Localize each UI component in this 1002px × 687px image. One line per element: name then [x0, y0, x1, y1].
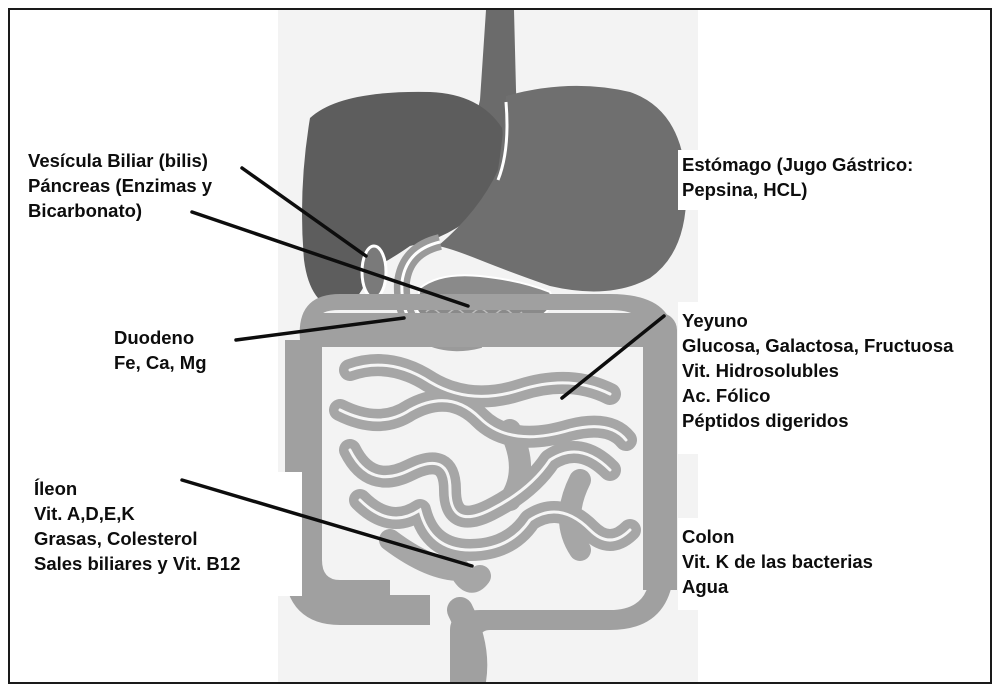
label-ileon: Íleon Vit. A,D,E,K Grasas, Colesterol Sa…	[34, 476, 240, 576]
vesicula-line-3: Bicarbonato)	[28, 198, 212, 223]
label-yeyuno: Yeyuno Glucosa, Galactosa, Fructuosa Vit…	[682, 308, 953, 433]
label-vesicula-pancreas: Vesícula Biliar (bilis) Páncreas (Enzima…	[28, 148, 212, 223]
label-colon: Colon Vit. K de las bacterias Agua	[682, 524, 873, 599]
vesicula-line-2: Páncreas (Enzimas y	[28, 173, 212, 198]
ileon-line-1: Íleon	[34, 476, 240, 501]
ileon-line-3: Grasas, Colesterol	[34, 526, 240, 551]
colon-line-2: Vit. K de las bacterias	[682, 549, 873, 574]
ileon-line-2: Vit. A,D,E,K	[34, 501, 240, 526]
estomago-line-2: Pepsina, HCL)	[682, 177, 913, 202]
yeyuno-line-2: Glucosa, Galactosa, Fructuosa	[682, 333, 953, 358]
vesicula-line-1: Vesícula Biliar (bilis)	[28, 148, 212, 173]
diagram-frame: Vesícula Biliar (bilis) Páncreas (Enzima…	[8, 8, 992, 684]
estomago-line-1: Estómago (Jugo Gástrico:	[682, 152, 913, 177]
rectum	[460, 610, 474, 684]
ileon-line-4: Sales biliares y Vit. B12	[34, 551, 240, 576]
label-estomago: Estómago (Jugo Gástrico: Pepsina, HCL)	[682, 152, 913, 202]
yeyuno-line-1: Yeyuno	[682, 308, 953, 333]
label-duodeno: Duodeno Fe, Ca, Mg	[114, 325, 207, 375]
duodeno-line-2: Fe, Ca, Mg	[114, 350, 207, 375]
yeyuno-line-3: Vit. Hidrosolubles	[682, 358, 953, 383]
colon-line-1: Colon	[682, 524, 873, 549]
yeyuno-line-5: Péptidos digeridos	[682, 408, 953, 433]
colon-line-3: Agua	[682, 574, 873, 599]
yeyuno-line-4: Ac. Fólico	[682, 383, 953, 408]
duodeno-line-1: Duodeno	[114, 325, 207, 350]
